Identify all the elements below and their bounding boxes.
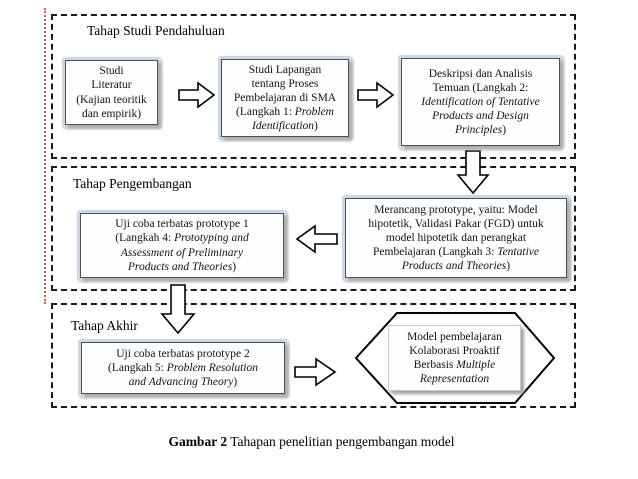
section-tahap-studi-pendahuluan: Tahap Studi Pendahuluan (51, 14, 576, 159)
box-studi-literatur-inner: Studi Literatur (Kajian teoritik dan emp… (65, 60, 158, 125)
section-tahap-akhir: Tahap Akhir (51, 303, 576, 408)
box-merancang-prototype: Merancang prototype, yaitu: Model hipote… (342, 195, 570, 281)
box-studi-lapangan-text: Studi Lapangan tentang Proses Pembelajar… (233, 63, 337, 133)
block-arrow-down-icon (160, 284, 196, 335)
box-uji-coba-2: Uji coba terbatas prototype 2 (Langkah 5… (78, 339, 288, 397)
section-label-akhir: Tahap Akhir (71, 318, 138, 333)
figure-caption: Gambar 2 Tahapan penelitian pengembangan… (51, 434, 572, 450)
box-uji-coba-1: Uji coba terbatas prototype 1 (Langkah 4… (77, 210, 287, 281)
figure-caption-text: Tahapan penelitian pengembangan model (227, 434, 455, 449)
figure-caption-label: Gambar 2 (168, 434, 228, 449)
box-uji-coba-1-text: Uji coba terbatas prototype 1 (Langkah 4… (115, 218, 249, 273)
red-annotation-line (44, 8, 46, 304)
box-deskripsi-analisis-inner: Deskripsi dan Analisis Temuan (Langkah 2… (401, 58, 560, 146)
hexagon-model-pembelajaran: Model pembelajaran Kolaborasi Proaktif B… (354, 311, 556, 405)
box-uji-coba-2-text: Uji coba terbatas prototype 2 (Langkah 5… (107, 347, 258, 388)
box-deskripsi-analisis-text: Deskripsi dan Analisis Temuan (Langkah 2… (421, 67, 540, 137)
box-studi-literatur-text: Studi Literatur (Kajian teoritik dan emp… (76, 65, 147, 120)
section-label-pengembangan: Tahap Pengembangan (73, 176, 192, 191)
box-merancang-prototype-text: Merancang prototype, yaitu: Model hipote… (368, 203, 544, 273)
block-arrow-left-icon (294, 222, 338, 256)
hexagon-text: Model pembelajaran Kolaborasi Proaktif B… (407, 330, 502, 386)
box-studi-literatur: Studi Literatur (Kajian teoritik dan emp… (62, 57, 161, 128)
box-uji-coba-2-inner: Uji coba terbatas prototype 2 (Langkah 5… (81, 342, 285, 394)
block-arrow-down-icon (456, 150, 490, 195)
box-studi-lapangan: Studi Lapangan tentang Proses Pembelajar… (218, 56, 352, 140)
section-label-pendahuluan: Tahap Studi Pendahuluan (87, 23, 225, 38)
box-uji-coba-1-inner: Uji coba terbatas prototype 1 (Langkah 4… (80, 213, 284, 278)
block-arrow-right-icon (178, 80, 216, 110)
section-tahap-pengembangan: Tahap Pengembangan (51, 166, 576, 291)
hexagon-inner-box: Model pembelajaran Kolaborasi Proaktif B… (388, 325, 521, 391)
box-studi-lapangan-inner: Studi Lapangan tentang Proses Pembelajar… (221, 59, 349, 137)
block-arrow-right-icon (357, 80, 395, 110)
box-deskripsi-analisis: Deskripsi dan Analisis Temuan (Langkah 2… (398, 55, 563, 149)
block-arrow-right-icon (294, 356, 338, 388)
box-merancang-prototype-inner: Merancang prototype, yaitu: Model hipote… (345, 198, 567, 278)
